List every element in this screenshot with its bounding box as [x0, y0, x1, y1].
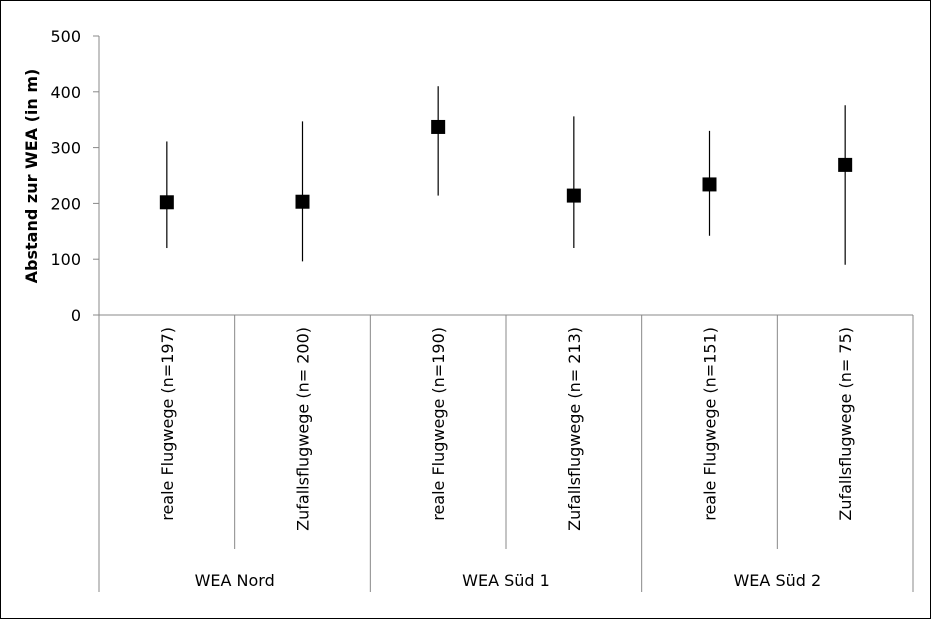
group-label: WEA Süd 1: [462, 571, 550, 590]
group-label: WEA Süd 2: [733, 571, 821, 590]
data-point: [295, 194, 310, 209]
y-tick-label: 400: [50, 83, 81, 102]
data-point: [431, 119, 446, 134]
y-tick-label: 200: [50, 194, 81, 213]
category-label: Zufallsflugwege (n= 200): [294, 327, 313, 531]
data-point: [566, 188, 581, 203]
category-labels: reale Flugwege (n=197) Zufallsflugwege (n…: [158, 327, 855, 531]
y-tick-label: 0: [71, 306, 81, 325]
category-label: reale Flugwege (n=197): [158, 327, 177, 521]
y-axis-label: Abstand zur WEA (in m): [22, 69, 41, 284]
y-tick-label: 500: [50, 27, 81, 46]
category-dividers: [98, 315, 914, 592]
y-tick-label: 300: [50, 139, 81, 158]
group-label: WEA Nord: [195, 571, 275, 590]
data-point: [838, 157, 853, 172]
category-label: reale Flugwege (n=190): [429, 327, 448, 521]
category-label: Zufallsflugwege (n= 213): [565, 327, 584, 531]
y-tick-label: 100: [50, 250, 81, 269]
category-label: Zufallsflugwege (n= 75): [836, 327, 855, 521]
axes: [98, 36, 913, 316]
data-point: [702, 177, 717, 192]
data-marks: [159, 86, 853, 265]
category-label: reale Flugwege (n=151): [701, 327, 720, 521]
y-tick-labels: 0 100 200 300 400 500: [50, 27, 99, 325]
group-labels: WEA Nord WEA Süd 1 WEA Süd 2: [195, 571, 822, 590]
data-point: [159, 195, 174, 210]
